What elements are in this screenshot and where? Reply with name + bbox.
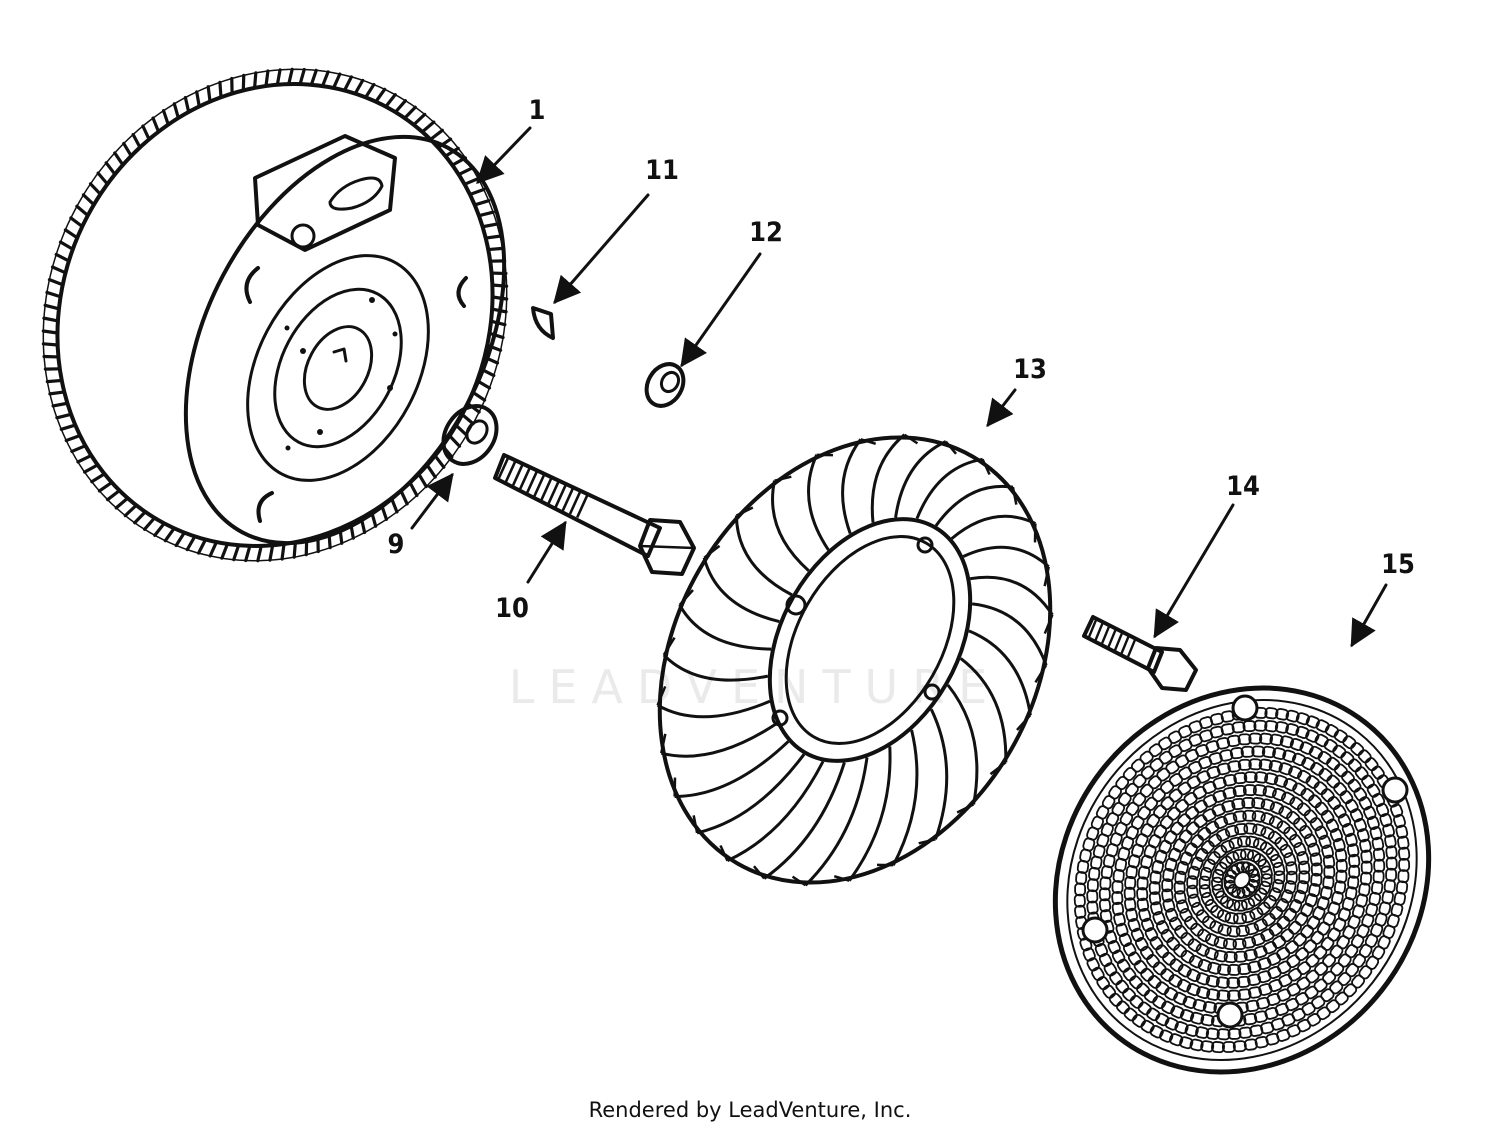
screw-part xyxy=(1082,615,1198,692)
leader-arrows xyxy=(410,126,1388,648)
spacer-part xyxy=(644,362,686,408)
washer-part xyxy=(441,404,499,466)
callout-15: 15 xyxy=(1381,549,1415,580)
leadventure-watermark: LEADVENTURE xyxy=(508,660,1002,714)
callout-13: 13 xyxy=(1013,354,1047,385)
callout-14: 14 xyxy=(1226,471,1260,502)
callout-1: 1 xyxy=(529,95,546,126)
callout-11: 11 xyxy=(645,155,679,186)
rendered-by-credit: Rendered by LeadVenture, Inc. xyxy=(588,1098,912,1122)
callout-12: 12 xyxy=(749,217,783,248)
fan-part xyxy=(656,433,1054,887)
bolt-part xyxy=(493,453,696,576)
callout-9: 9 xyxy=(388,529,405,560)
flywheel-part xyxy=(41,67,509,563)
woodruff-key-part xyxy=(531,306,555,340)
callout-10: 10 xyxy=(495,593,529,624)
screen-part xyxy=(1052,685,1432,1075)
